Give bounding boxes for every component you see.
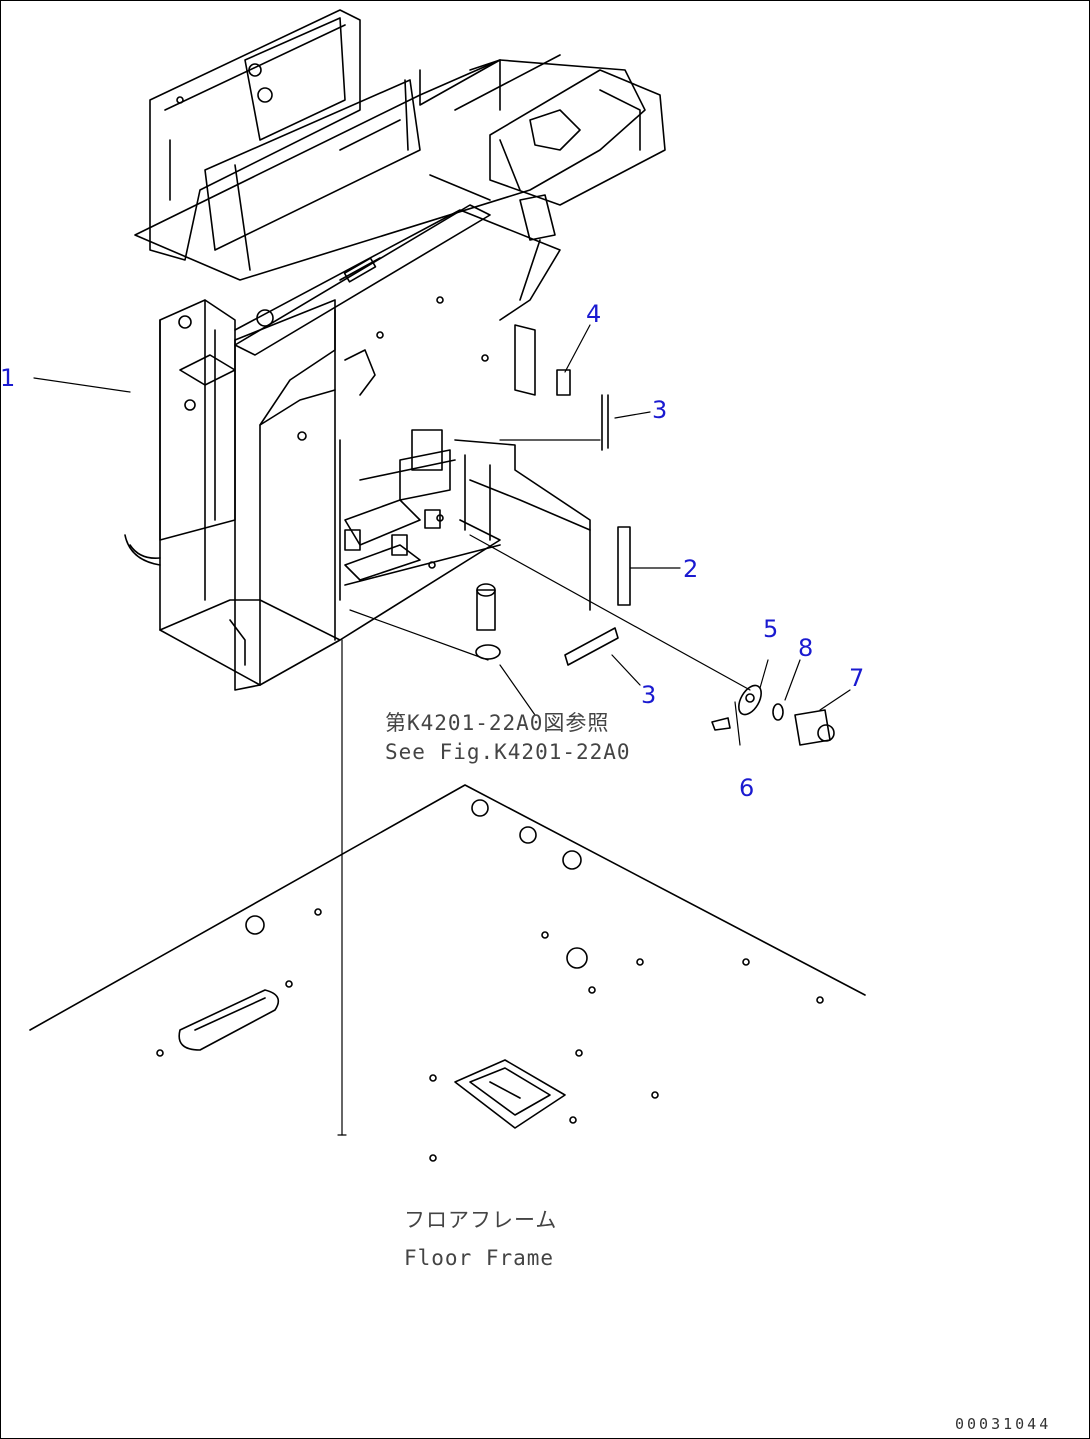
reference-note-ja: 第K4201-22A0図参照 bbox=[385, 711, 610, 735]
callout-1: 1 bbox=[0, 364, 16, 392]
main-frame bbox=[124, 209, 591, 691]
drawing-code: 00031044 bbox=[955, 1415, 1052, 1433]
callout-7: 7 bbox=[849, 664, 865, 692]
floor-frame-label-en: Floor Frame bbox=[404, 1246, 555, 1270]
leader-lines bbox=[33, 324, 851, 1136]
callout-2: 2 bbox=[683, 555, 699, 583]
upper-console bbox=[134, 9, 666, 356]
floor-frame-label-ja: フロアフレーム bbox=[404, 1208, 558, 1232]
callout-3-lower: 3 bbox=[641, 681, 657, 709]
callout-5: 5 bbox=[763, 615, 779, 643]
seal-parts bbox=[564, 394, 631, 666]
reference-note-en: See Fig.K4201-22A0 bbox=[385, 740, 631, 764]
callout-4: 4 bbox=[586, 300, 602, 328]
floor-frame bbox=[29, 784, 866, 1162]
leader-upper bbox=[519, 239, 541, 301]
callout-8: 8 bbox=[798, 634, 814, 662]
callout-6: 6 bbox=[739, 774, 755, 802]
callout-3-upper: 3 bbox=[652, 396, 668, 424]
hardware-parts bbox=[475, 583, 835, 746]
